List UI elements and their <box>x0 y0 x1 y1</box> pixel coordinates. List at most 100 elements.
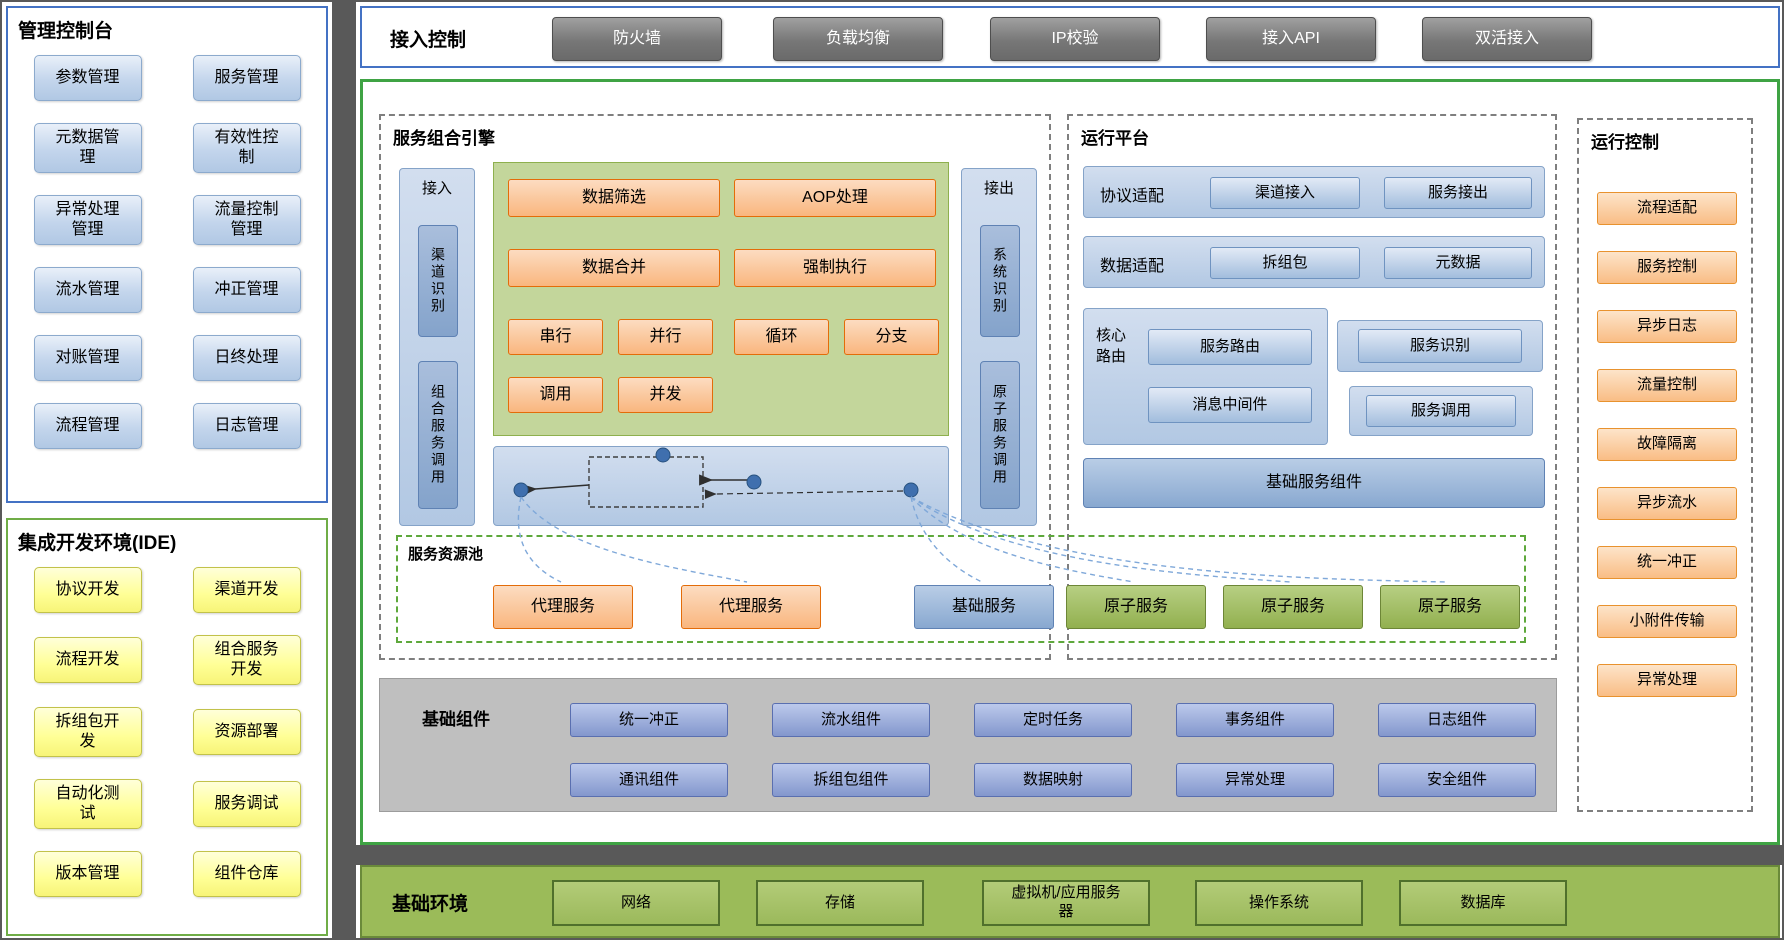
composition-engine-panel: 服务组合引擎 接入 渠道识别 组合服务调用 数据筛选 AOP处理 数据合并 强制… <box>379 114 1051 660</box>
mgmt-item: 冲正管理 <box>192 267 301 313</box>
mgmt-item: 服务管理 <box>192 55 301 101</box>
data-adapter-row: 数据适配 拆组包 元数据 <box>1083 236 1545 288</box>
service-identify-outer: 服务识别 <box>1337 320 1543 372</box>
control-item: 异常处理 <box>1597 664 1737 697</box>
access-item-api: 接入API <box>1206 17 1376 61</box>
access-item-firewall: 防火墙 <box>552 17 722 61</box>
control-item: 异步流水 <box>1597 487 1737 520</box>
service-identify-box: 服务识别 <box>1358 329 1522 363</box>
component-item: 定时任务 <box>974 703 1132 737</box>
engine-op: 数据筛选 <box>508 179 720 217</box>
ide-title: 集成开发环境(IDE) <box>18 533 177 554</box>
service-out-box: 服务接出 <box>1384 177 1532 209</box>
ide-panel: 集成开发环境(IDE) 协议开发 渠道开发 流程开发 组合服务开发 拆组包开发 … <box>6 518 328 936</box>
ide-item: 组合服务开发 <box>192 635 301 685</box>
runtime-control-panel: 运行控制 流程适配 服务控制 异步日志 流量控制 故障隔离 异步流水 统一冲正 … <box>1577 118 1753 812</box>
mgmt-item: 流量控制管理 <box>192 195 301 245</box>
access-item-dual-active: 双活接入 <box>1422 17 1592 61</box>
resource-pool-panel: 服务资源池 代理服务 代理服务 基础服务 原子服务 原子服务 原子服务 <box>396 535 1526 643</box>
mgmt-item: 日终处理 <box>192 335 301 381</box>
component-item: 统一冲正 <box>570 703 728 737</box>
control-item: 异步日志 <box>1597 310 1737 343</box>
outbound-system-identify: 系统识别 <box>980 225 1020 337</box>
protocol-adapter-label: 协议适配 <box>1100 188 1165 205</box>
protocol-adapter-row: 协议适配 渠道接入 服务接出 <box>1083 166 1545 218</box>
flow-box <box>493 446 949 526</box>
base-components-title: 基础组件 <box>422 710 490 729</box>
outbound-atomic-call: 原子服务调用 <box>980 361 1020 509</box>
outbound-label: 接出 <box>983 180 1014 197</box>
ide-item: 资源部署 <box>192 709 301 755</box>
management-console-title: 管理控制台 <box>18 21 114 42</box>
proxy-service-box: 代理服务 <box>493 585 633 629</box>
mgmt-item: 流水管理 <box>33 267 142 313</box>
management-console-grid: 参数管理 服务管理 元数据管理 有效性控制 异常处理管理 流量控制管理 流水管理… <box>8 43 326 449</box>
control-item: 小附件传输 <box>1597 605 1737 638</box>
resource-pool-title: 服务资源池 <box>408 546 484 563</box>
engine-op: 数据合并 <box>508 249 720 287</box>
inbound-label: 接入 <box>421 180 452 197</box>
inbound-column: 接入 渠道识别 组合服务调用 <box>399 168 475 526</box>
atomic-service-box: 原子服务 <box>1223 585 1363 629</box>
service-call-outer: 服务调用 <box>1349 386 1533 436</box>
engine-op: 强制执行 <box>734 249 936 287</box>
runtime-control-title: 运行控制 <box>1591 133 1659 152</box>
horizontal-divider <box>356 845 1782 865</box>
env-item-vm-appserver: 虚拟机/应用服务器 <box>982 880 1150 926</box>
channel-access-box: 渠道接入 <box>1210 177 1360 209</box>
vertical-divider <box>332 2 356 938</box>
atomic-service-box: 原子服务 <box>1066 585 1206 629</box>
management-console-panel: 管理控制台 参数管理 服务管理 元数据管理 有效性控制 异常处理管理 流量控制管… <box>6 6 328 503</box>
ide-item: 版本管理 <box>33 851 142 897</box>
mgmt-item: 元数据管理 <box>33 123 142 173</box>
engine-op: 并发 <box>618 377 713 413</box>
component-item: 流水组件 <box>772 703 930 737</box>
access-item-ip-check: IP校验 <box>990 17 1160 61</box>
env-item-database: 数据库 <box>1399 880 1567 926</box>
component-item: 事务组件 <box>1176 703 1334 737</box>
component-item: 安全组件 <box>1378 763 1536 797</box>
metadata-box: 元数据 <box>1384 247 1532 279</box>
engine-op: 并行 <box>618 319 713 355</box>
access-control-title: 接入控制 <box>390 30 467 51</box>
mgmt-item: 参数管理 <box>33 55 142 101</box>
base-environment-title: 基础环境 <box>392 894 469 915</box>
ide-item: 服务调试 <box>192 781 301 827</box>
access-control-bar: 接入控制 防火墙 负载均衡 IP校验 接入API 双活接入 <box>360 6 1780 68</box>
engine-op: 分支 <box>844 319 939 355</box>
base-components-panel: 基础组件 统一冲正 流水组件 定时任务 事务组件 日志组件 通讯组件 拆组包组件… <box>379 678 1557 812</box>
ide-item: 渠道开发 <box>192 567 301 613</box>
base-environment-bar: 基础环境 网络 存储 虚拟机/应用服务器 操作系统 数据库 <box>360 865 1780 938</box>
pack-unpack-box: 拆组包 <box>1210 247 1360 279</box>
data-adapter-label: 数据适配 <box>1100 258 1165 275</box>
engine-canvas: 数据筛选 AOP处理 数据合并 强制执行 串行 并行 循环 分支 调用 并发 <box>493 162 949 436</box>
engine-op: 调用 <box>508 377 603 413</box>
core-routing-label: 核心路由 <box>1096 327 1127 365</box>
proxy-service-box: 代理服务 <box>681 585 821 629</box>
mgmt-item: 日志管理 <box>192 403 301 449</box>
ide-item: 拆组包开发 <box>33 707 142 757</box>
ide-item: 组件仓库 <box>192 851 301 897</box>
atomic-service-box: 原子服务 <box>1380 585 1520 629</box>
inbound-channel-identify: 渠道识别 <box>418 225 458 337</box>
control-item: 流程适配 <box>1597 192 1737 225</box>
outbound-column: 接出 系统识别 原子服务调用 <box>961 168 1037 526</box>
control-item: 服务控制 <box>1597 251 1737 284</box>
ide-grid: 协议开发 渠道开发 流程开发 组合服务开发 拆组包开发 资源部署 自动化测试 服… <box>8 555 326 897</box>
engine-op: AOP处理 <box>734 179 936 217</box>
main-platform-container: 服务组合引擎 接入 渠道识别 组合服务调用 数据筛选 AOP处理 数据合并 强制… <box>360 79 1780 845</box>
engine-op: 串行 <box>508 319 603 355</box>
message-middleware-box: 消息中间件 <box>1148 387 1312 423</box>
access-item-load-balance: 负载均衡 <box>773 17 943 61</box>
component-item: 拆组包组件 <box>772 763 930 797</box>
service-routing-box: 服务路由 <box>1148 329 1312 365</box>
component-item: 日志组件 <box>1378 703 1536 737</box>
component-item: 异常处理 <box>1176 763 1334 797</box>
ide-item: 协议开发 <box>33 567 142 613</box>
component-item: 数据映射 <box>974 763 1132 797</box>
inbound-composite-call: 组合服务调用 <box>418 361 458 509</box>
control-item: 故障隔离 <box>1597 428 1737 461</box>
service-call-box: 服务调用 <box>1366 395 1516 427</box>
mgmt-item: 异常处理管理 <box>33 195 142 245</box>
